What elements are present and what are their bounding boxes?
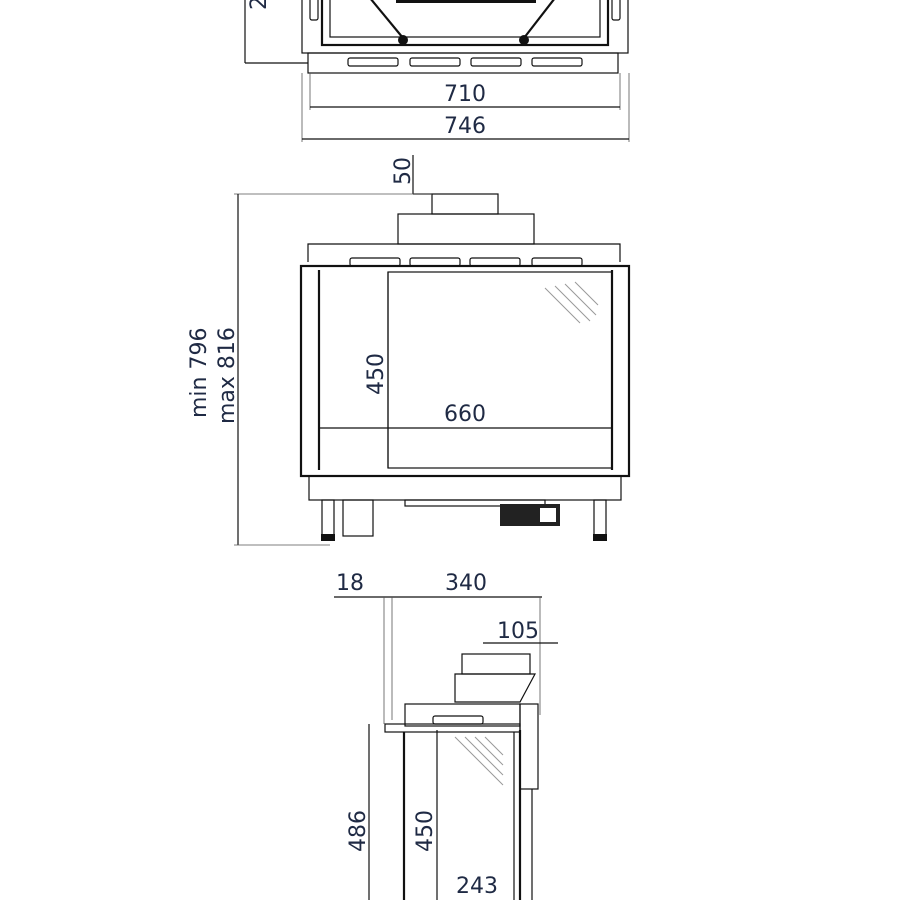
front-view: 50 min 796 max 816 450 660 [187, 155, 631, 546]
depth-dim-label: 340 [445, 571, 487, 596]
top-height-dim-label: 28 [247, 0, 272, 10]
frame-dim-label: 18 [336, 571, 364, 596]
side-glass-height-dim-label: 450 [413, 810, 438, 852]
flue-offset-dim-label: 50 [391, 157, 416, 185]
glass-height-dim-label: 450 [364, 353, 389, 395]
glass-width-dim-label: 660 [444, 402, 486, 427]
inner-width-dim-label: 710 [444, 82, 486, 107]
height-max-dim-label: max 816 [215, 327, 240, 424]
flue-dim-label: 105 [497, 619, 539, 644]
top-view: 28 710 746 [244, 0, 630, 142]
outer-width-dim-label: 746 [444, 114, 486, 139]
glass-depth-dim-label: 243 [456, 874, 498, 899]
height-min-dim-label: min 796 [187, 328, 212, 418]
side-view: 18 340 105 486 450 243 [334, 571, 558, 900]
side-height-dim-label: 486 [346, 810, 371, 852]
